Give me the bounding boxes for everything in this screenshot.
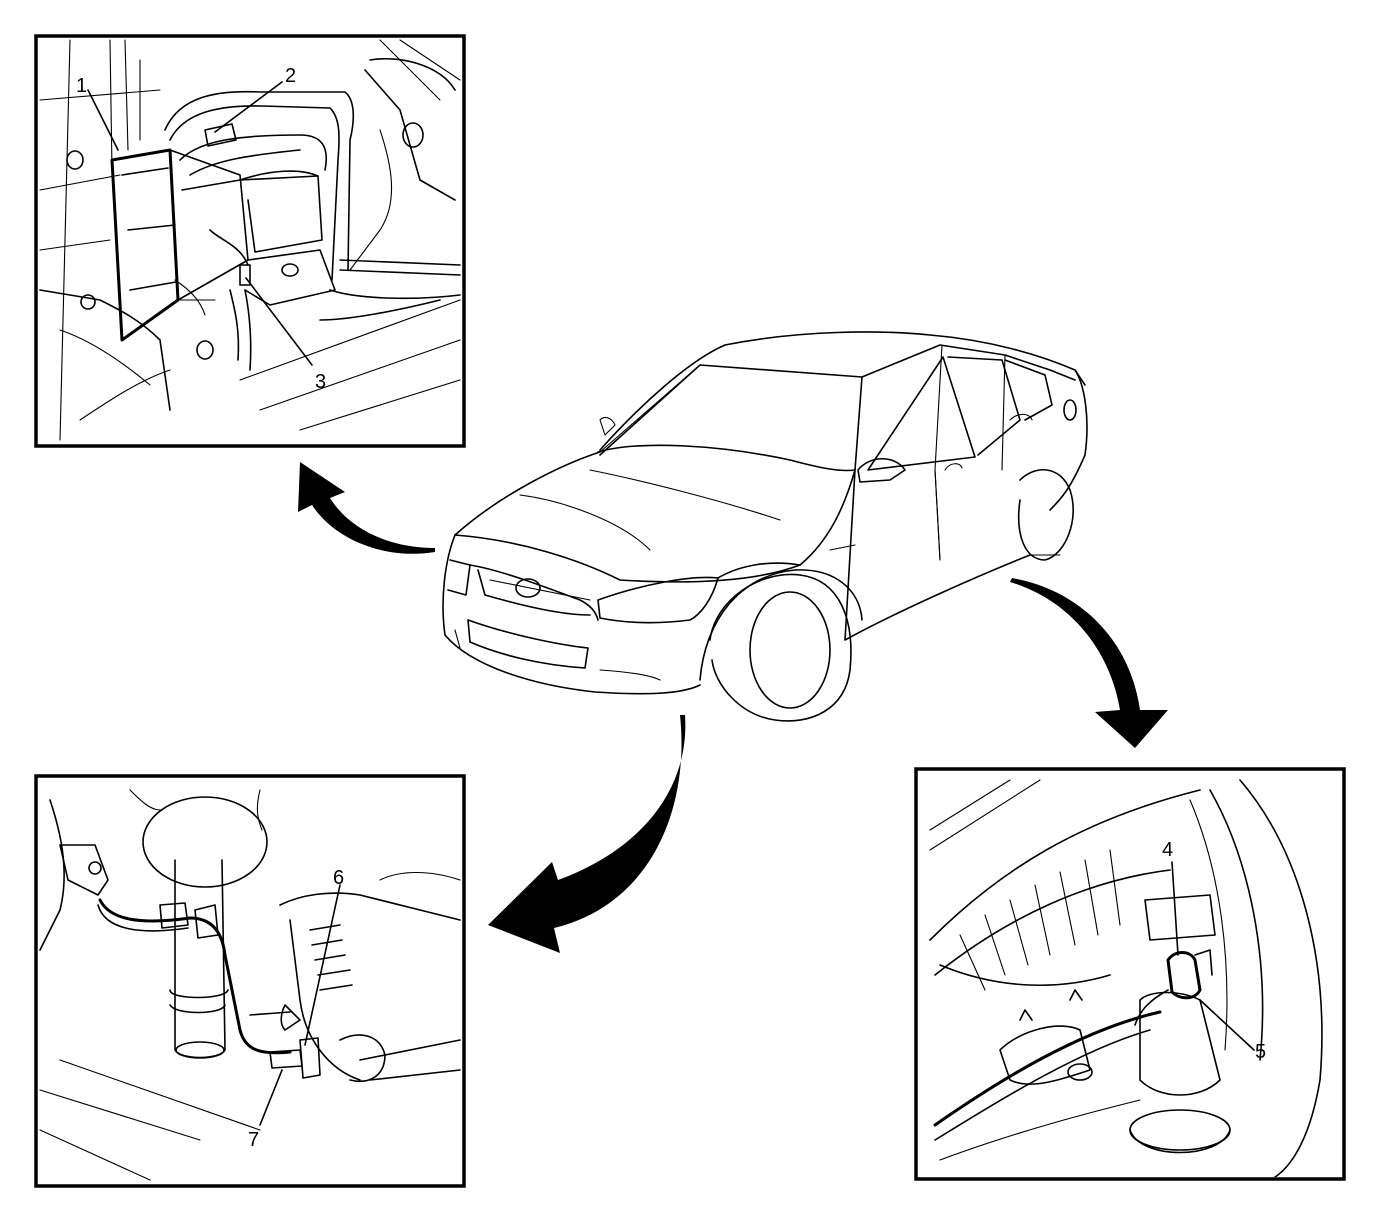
detail-view-rear-wheel-speed-sensor: 6 7: [34, 774, 466, 1188]
callout-5: 5: [1255, 1041, 1266, 1063]
callout-7: 7: [248, 1129, 259, 1151]
callout-4: 4: [1162, 839, 1173, 861]
callout-2: 2: [285, 65, 296, 87]
callout-3: 3: [315, 371, 326, 393]
arrow-to-upper-left-view: [298, 462, 435, 554]
detail-view-ebcm-hydraulic-unit: 1 2 3: [34, 34, 466, 448]
vehicle-illustration: [442, 331, 1088, 722]
callout-6: 6: [333, 867, 344, 889]
arrow-to-lower-right-view: [1010, 578, 1168, 748]
detail-view-front-wheel-speed-sensor: 4 5: [914, 767, 1346, 1181]
arrow-to-lower-left-view: [488, 715, 686, 953]
callout-1: 1: [76, 75, 87, 97]
